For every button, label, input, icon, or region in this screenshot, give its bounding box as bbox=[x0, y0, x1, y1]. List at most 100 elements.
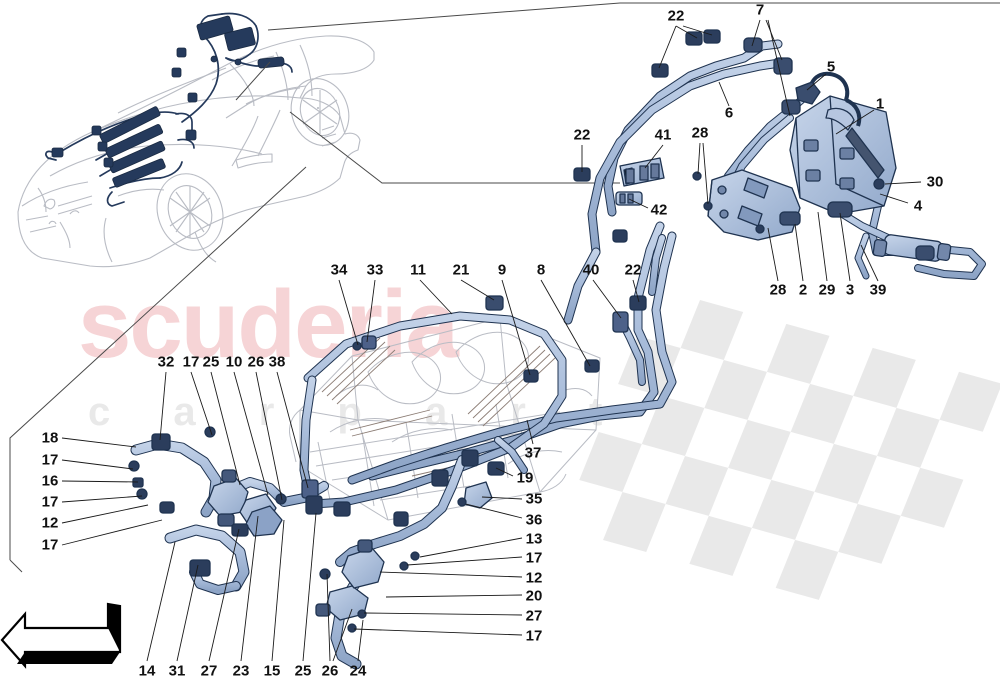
callout-label-2: 2 bbox=[798, 281, 808, 299]
leader-line-7-2 bbox=[767, 19, 791, 117]
leader-line-24-0 bbox=[357, 619, 364, 662]
callout-label-16: 16 bbox=[41, 472, 59, 490]
leader-line-5-0 bbox=[806, 73, 827, 91]
callout-label-29: 29 bbox=[818, 281, 836, 299]
leader-line-26-0 bbox=[255, 371, 283, 501]
callout-label-22: 22 bbox=[624, 261, 642, 279]
part-clip-19 bbox=[487, 461, 505, 476]
leader-line-37-0 bbox=[526, 419, 534, 445]
leader-line-8-0 bbox=[540, 279, 591, 367]
leader-line-3-0 bbox=[839, 212, 851, 282]
leader-line-33-0 bbox=[366, 279, 376, 343]
leader-line-23-0 bbox=[240, 515, 259, 662]
part-elbow-7 bbox=[743, 37, 793, 75]
part-clip-27a bbox=[231, 523, 249, 537]
callout-label-1: 1 bbox=[875, 95, 885, 113]
leader-line-22-2 bbox=[682, 25, 713, 36]
callout-label-15: 15 bbox=[263, 662, 281, 680]
callout-label-22: 22 bbox=[573, 126, 591, 144]
callout-label-17: 17 bbox=[41, 493, 59, 511]
leader-line-32-0 bbox=[159, 371, 167, 441]
part-seal-27b bbox=[357, 609, 367, 619]
part-fitting-9 bbox=[523, 369, 539, 383]
callout-label-17: 17 bbox=[41, 536, 59, 554]
leader-line-25-0 bbox=[210, 371, 241, 486]
leader-line-28-0 bbox=[697, 142, 701, 175]
callout-label-30: 30 bbox=[926, 173, 944, 191]
callout-label-17: 17 bbox=[525, 627, 543, 645]
callout-label-11: 11 bbox=[410, 261, 426, 279]
callout-label-17: 17 bbox=[182, 353, 200, 371]
leader-line-17-0 bbox=[61, 459, 134, 470]
leader-line-11-0 bbox=[419, 279, 453, 315]
part-canister bbox=[789, 71, 897, 215]
part-fitting-29 bbox=[779, 211, 801, 226]
part-fitting-39 bbox=[915, 245, 935, 261]
callout-label-18: 18 bbox=[41, 429, 59, 447]
callout-label-28: 28 bbox=[769, 281, 787, 299]
part-bolt-28 bbox=[692, 171, 765, 234]
part-clip-40 bbox=[612, 311, 629, 333]
leader-line-21-0 bbox=[460, 279, 495, 301]
part-clip-32 bbox=[151, 433, 171, 451]
leader-line-31-0 bbox=[176, 564, 199, 662]
part-clip-33 bbox=[361, 335, 377, 350]
leader-line-30-0 bbox=[884, 181, 922, 185]
leader-line-17-0 bbox=[190, 371, 213, 436]
part-clip-31 bbox=[189, 559, 211, 577]
callout-label-7: 7 bbox=[755, 1, 765, 19]
callout-label-4: 4 bbox=[913, 197, 923, 215]
leader-line-39-0 bbox=[860, 244, 879, 282]
callout-label-12: 12 bbox=[525, 569, 543, 587]
callout-label-37: 37 bbox=[524, 444, 542, 462]
leader-line-19-0 bbox=[495, 467, 514, 477]
leader-line-29-0 bbox=[817, 211, 828, 282]
part-clip-41 bbox=[619, 157, 665, 187]
callout-label-40: 40 bbox=[582, 261, 600, 279]
part-seal-17e bbox=[347, 623, 357, 633]
callout-label-17: 17 bbox=[41, 451, 59, 469]
callout-label-20: 20 bbox=[525, 587, 543, 605]
leader-line-1-0 bbox=[835, 109, 875, 135]
callout-label-41: 41 bbox=[654, 126, 672, 144]
part-union-16 bbox=[132, 477, 144, 488]
leader-line-4-0 bbox=[879, 193, 909, 204]
leader-line-34-0 bbox=[338, 279, 359, 346]
leader-line-40-0 bbox=[592, 279, 622, 319]
part-seal-17a bbox=[204, 426, 216, 438]
leader-line-42-0 bbox=[628, 198, 649, 209]
leader-line-15-0 bbox=[271, 519, 285, 662]
leader-line-27-0 bbox=[363, 612, 523, 616]
leader-line-36-0 bbox=[465, 503, 523, 519]
callout-label-5: 5 bbox=[826, 58, 836, 76]
callout-label-23: 23 bbox=[232, 662, 250, 680]
callout-label-24: 24 bbox=[349, 662, 367, 680]
callout-label-6: 6 bbox=[724, 104, 734, 122]
callout-label-36: 36 bbox=[525, 511, 543, 529]
callout-label-3: 3 bbox=[845, 281, 855, 299]
callout-label-31: 31 bbox=[168, 662, 186, 680]
leader-line-26-1 bbox=[332, 608, 353, 662]
part-seal-17d bbox=[399, 561, 409, 571]
leader-line-6-0 bbox=[718, 81, 730, 107]
callout-label-35: 35 bbox=[525, 490, 543, 508]
callout-label-12: 12 bbox=[41, 514, 59, 532]
leader-line-22-1 bbox=[675, 25, 698, 39]
part-seal-13 bbox=[410, 551, 420, 561]
callout-label-33: 33 bbox=[366, 261, 384, 279]
callout-label-25: 25 bbox=[202, 353, 220, 371]
part-fitting-3 bbox=[827, 201, 853, 218]
leader-line-12-0 bbox=[379, 571, 523, 578]
callout-label-39: 39 bbox=[869, 281, 887, 299]
callout-label-9: 9 bbox=[497, 261, 507, 279]
part-clip-22 bbox=[573, 29, 721, 311]
callout-label-17: 17 bbox=[525, 549, 543, 567]
leader-line-28-0 bbox=[767, 227, 779, 282]
part-elbow-5b bbox=[781, 81, 821, 115]
leader-line-28-1 bbox=[702, 142, 709, 205]
